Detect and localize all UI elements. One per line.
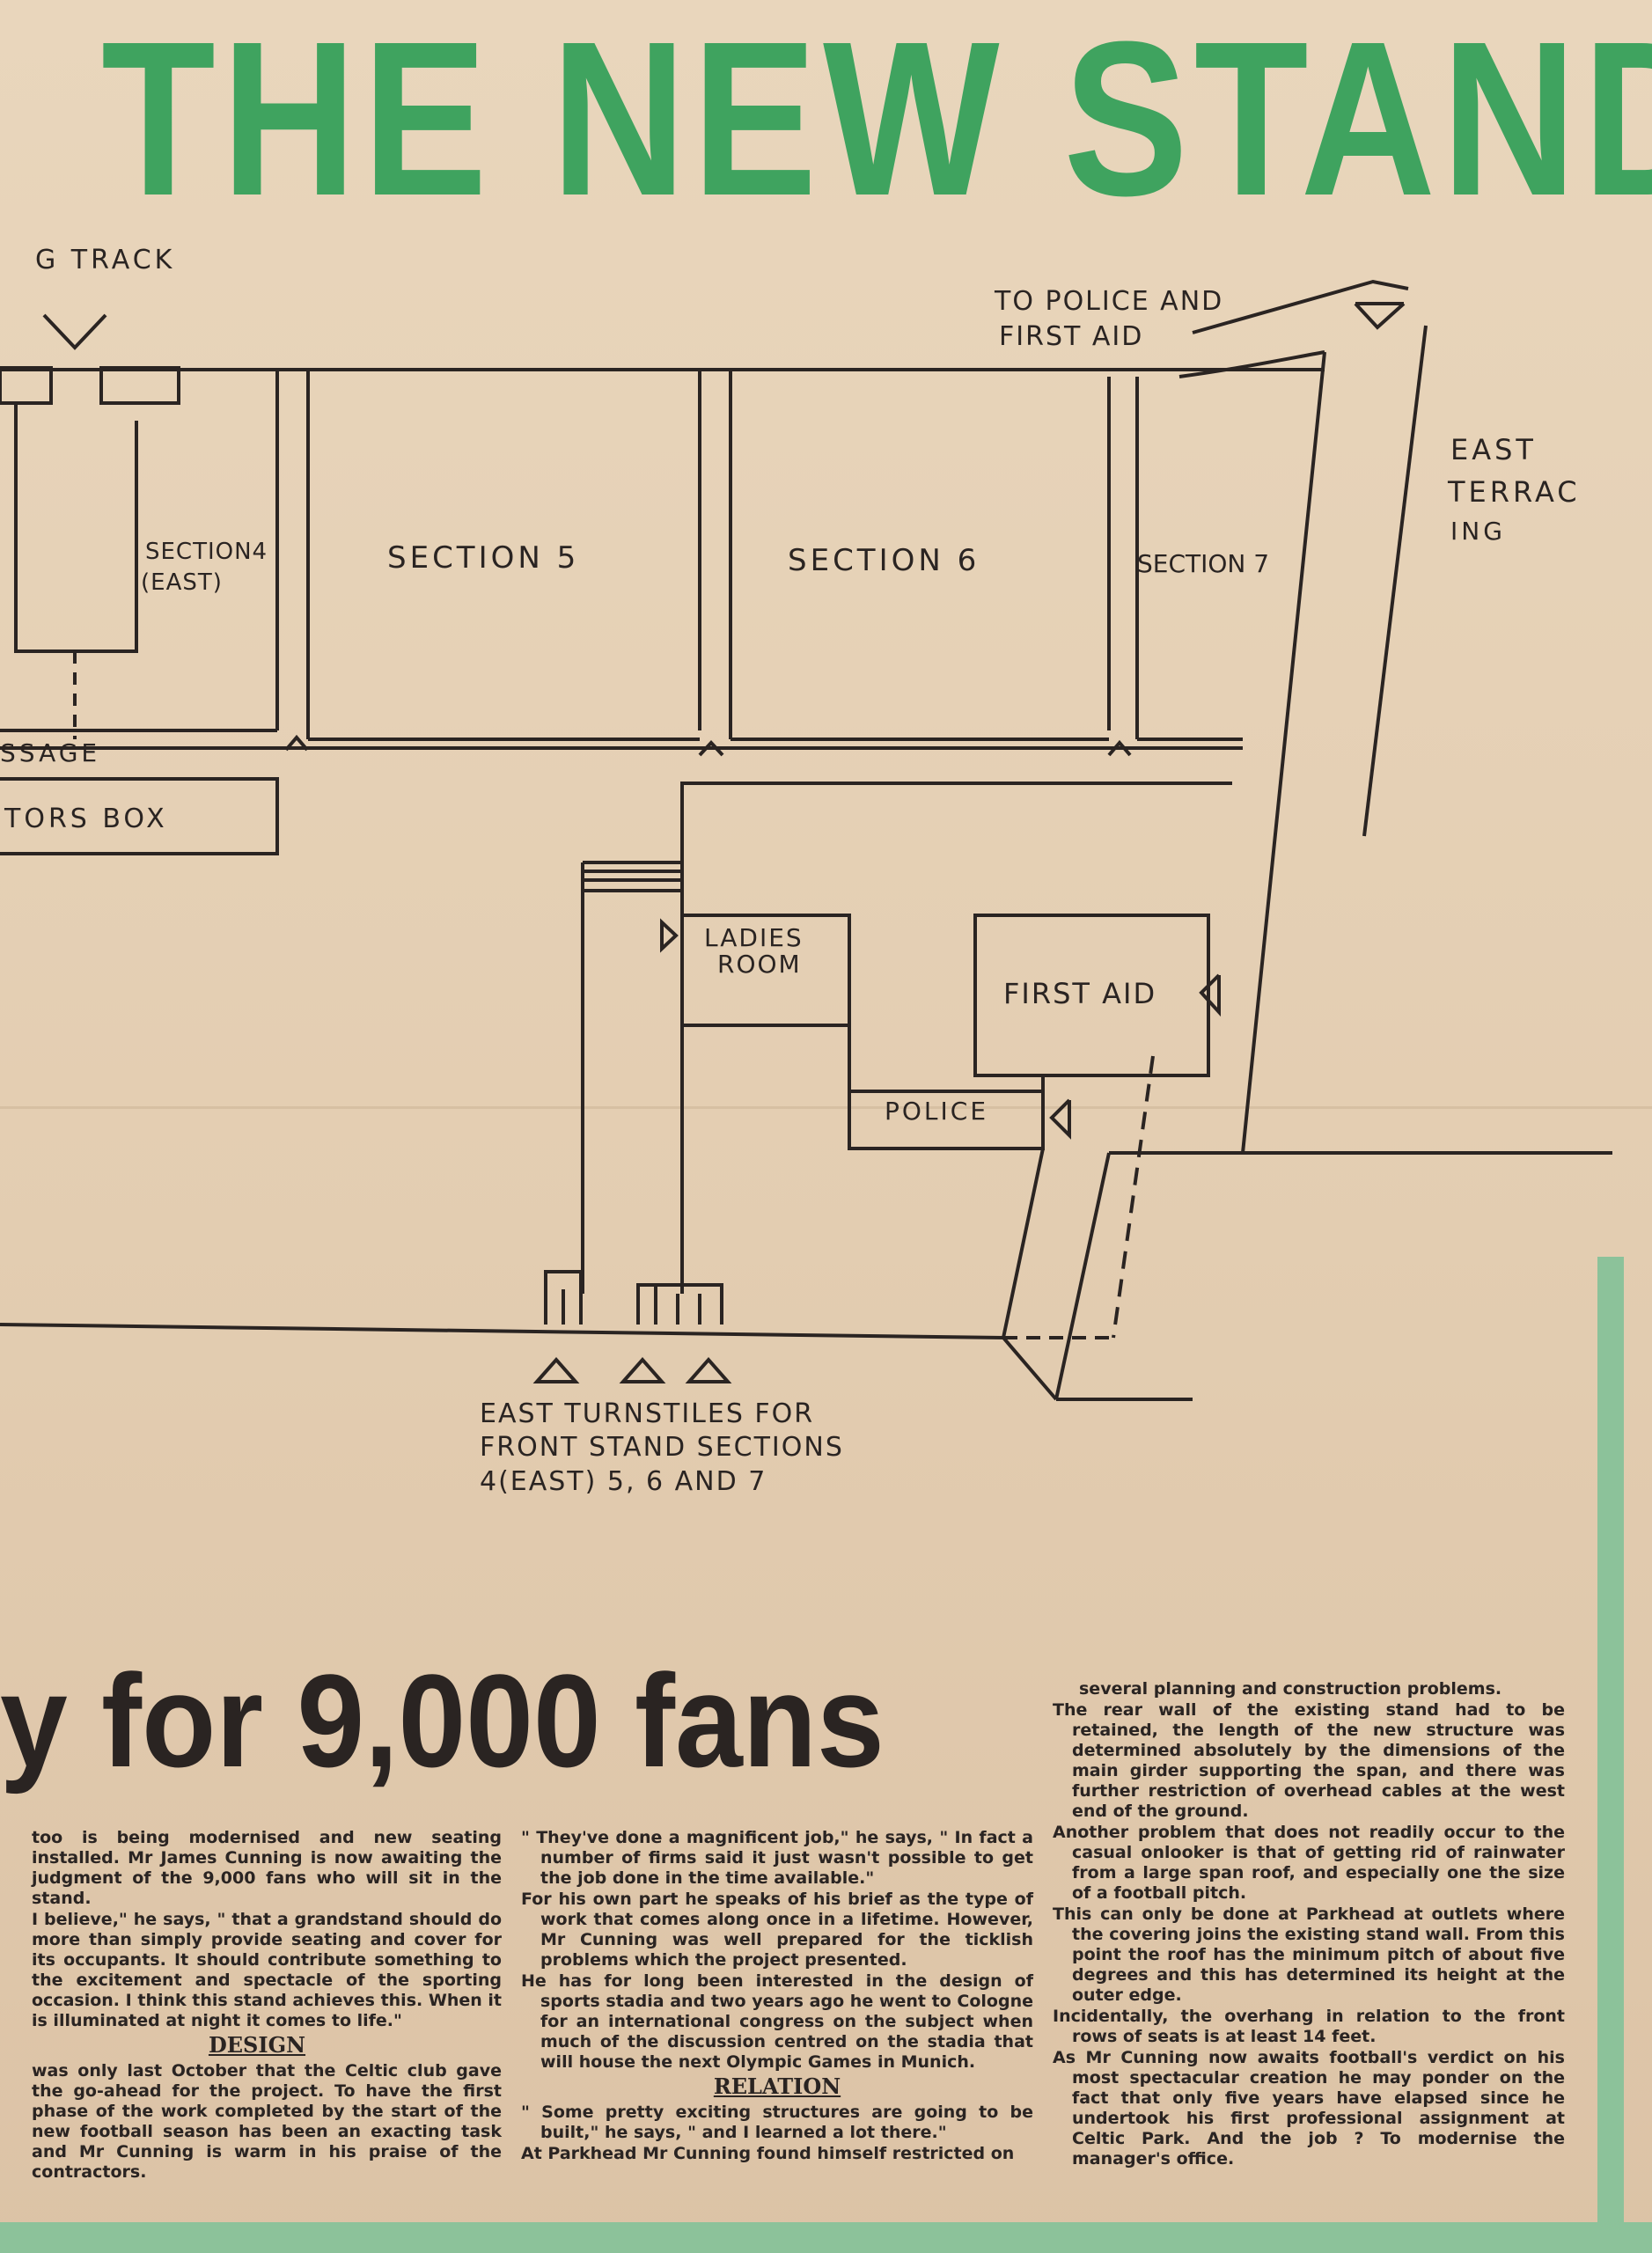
- paragraph: The rear wall of the existing stand had …: [1053, 1700, 1565, 1821]
- article-column-1: too is being modernised and new seating …: [12, 1828, 502, 2183]
- paragraph: Incidentally, the overhang in relation t…: [1053, 2007, 1565, 2046]
- first-aid-room: [973, 914, 1210, 1077]
- paragraph: " They've done a magnificent job," he sa…: [521, 1828, 1033, 1888]
- paragraph: Another problem that does not readily oc…: [1053, 1823, 1565, 1903]
- ladies-room-label-1: LADIES: [704, 923, 804, 952]
- stand-top-curve: [1178, 350, 1325, 378]
- article-title: y for 9,000 fans: [0, 1647, 885, 1794]
- section4-u-structure: [14, 403, 138, 653]
- turnstile-arrow-1: [532, 1356, 580, 1383]
- turnstile-arrow-2: [619, 1356, 666, 1383]
- police-room: [848, 915, 1045, 1150]
- ladies-room-door-arrow: [660, 918, 679, 953]
- paragraph: This can only be done at Parkhead at out…: [1053, 1904, 1565, 2005]
- pointer-arrow: [1354, 302, 1406, 330]
- turnstiles-label-1: EAST TURNSTILES FOR: [480, 1398, 814, 1429]
- green-border-right: [1597, 1257, 1624, 2253]
- paragraph: For his own part he speaks of his brief …: [521, 1890, 1033, 1970]
- section5-label: SECTION 5: [387, 540, 579, 576]
- first-aid-label: FIRST AID: [1003, 977, 1156, 1010]
- section4-label-1: SECTION4: [145, 539, 268, 565]
- pointer-line: [1192, 279, 1409, 334]
- entry-arrow: [42, 313, 107, 350]
- headline: THE NEW STAND: [101, 0, 1652, 241]
- section6-label: SECTION 6: [788, 543, 980, 578]
- terrace-wall-outer: [1362, 325, 1428, 837]
- stand-floor-plan: G TRACK SECTION4 (EAST) SECTION 5 SECTIO…: [0, 245, 1612, 1496]
- directors-box: [0, 777, 279, 855]
- stand-bottom-wall: [0, 1323, 1004, 1339]
- directors-box-label: TORS BOX: [4, 804, 168, 834]
- top-box-left: [0, 366, 53, 405]
- terrace-wall-inner: [1241, 351, 1326, 1154]
- passage-label: SSAGE: [0, 738, 100, 767]
- section4-label-2: (EAST): [141, 569, 223, 596]
- green-border-bottom: [0, 2222, 1652, 2253]
- paragraph: was only last October that the Celtic cl…: [32, 2061, 502, 2182]
- paragraph: At Parkhead Mr Cunning found himself res…: [521, 2144, 1015, 2163]
- police-first-aid-label-2: FIRST AID: [999, 321, 1143, 352]
- paragraph: too is being modernised and new seating …: [32, 1828, 502, 1908]
- central-building: [680, 782, 1232, 1294]
- subhead-design: DESIGN: [208, 2032, 306, 2058]
- article-column-2: " They've done a magnificent job," he sa…: [521, 1828, 1033, 2165]
- ladies-room-label-2: ROOM: [717, 950, 802, 979]
- article-column-3: several planning and construction proble…: [1053, 1679, 1565, 2170]
- top-box-right: [99, 366, 180, 405]
- paragraph: As Mr Cunning now awaits football's verd…: [1053, 2048, 1565, 2169]
- paragraph: several planning and construction proble…: [1079, 1679, 1502, 1699]
- turnstile-1: [544, 1270, 583, 1325]
- turnstile-arrow-3: [685, 1356, 732, 1383]
- page-fold: [0, 1106, 1652, 1109]
- police-label: POLICE: [885, 1097, 988, 1126]
- east-terracing-label-3: ING: [1450, 517, 1506, 546]
- paragraph: He has for long been interested in the d…: [521, 1971, 1033, 2072]
- track-label: G TRACK: [35, 245, 175, 275]
- subhead-relation: RELATION: [713, 2073, 841, 2099]
- section7-label: SECTION 7: [1137, 549, 1269, 578]
- east-terracing-label-1: EAST: [1450, 433, 1537, 466]
- paragraph: " Some pretty exciting structures are go…: [521, 2103, 1033, 2142]
- turnstile-2: [636, 1283, 723, 1325]
- police-first-aid-label-1: TO POLICE AND: [994, 286, 1223, 317]
- paragraph: I believe," he says, " that a grandstand…: [32, 1910, 502, 2030]
- turnstiles-label-2: FRONT STAND SECTIONS: [480, 1432, 844, 1463]
- east-terracing-label-2: TERRAC: [1447, 475, 1581, 509]
- turnstiles-label-3: 4(EAST) 5, 6 AND 7: [480, 1466, 767, 1496]
